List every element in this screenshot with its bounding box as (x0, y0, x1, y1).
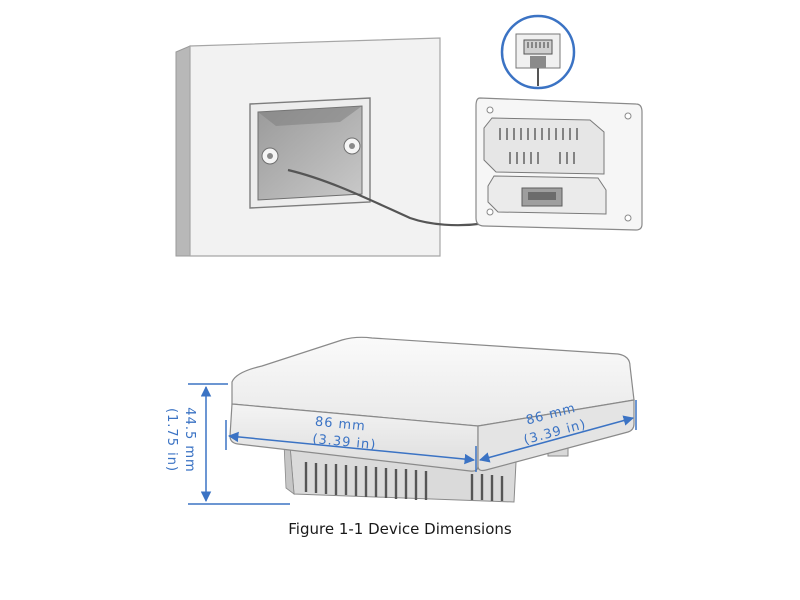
width-dimension-arrow (227, 431, 476, 465)
depth-dimension-arrow (478, 415, 635, 463)
figure-caption: Figure 1-1 Device Dimensions (288, 520, 512, 538)
ethernet-port-callout-icon (500, 14, 576, 90)
width-in-label: (3.39 in) (312, 432, 377, 453)
width-mm-label: 86 mm (314, 415, 366, 435)
height-in-label: (1.75 in) (164, 408, 179, 472)
height-mm-label: 44.5 mm (182, 407, 197, 472)
access-point-back-icon (475, 97, 643, 231)
dimension-lines (188, 383, 637, 505)
wall-plate-icon (175, 37, 441, 257)
